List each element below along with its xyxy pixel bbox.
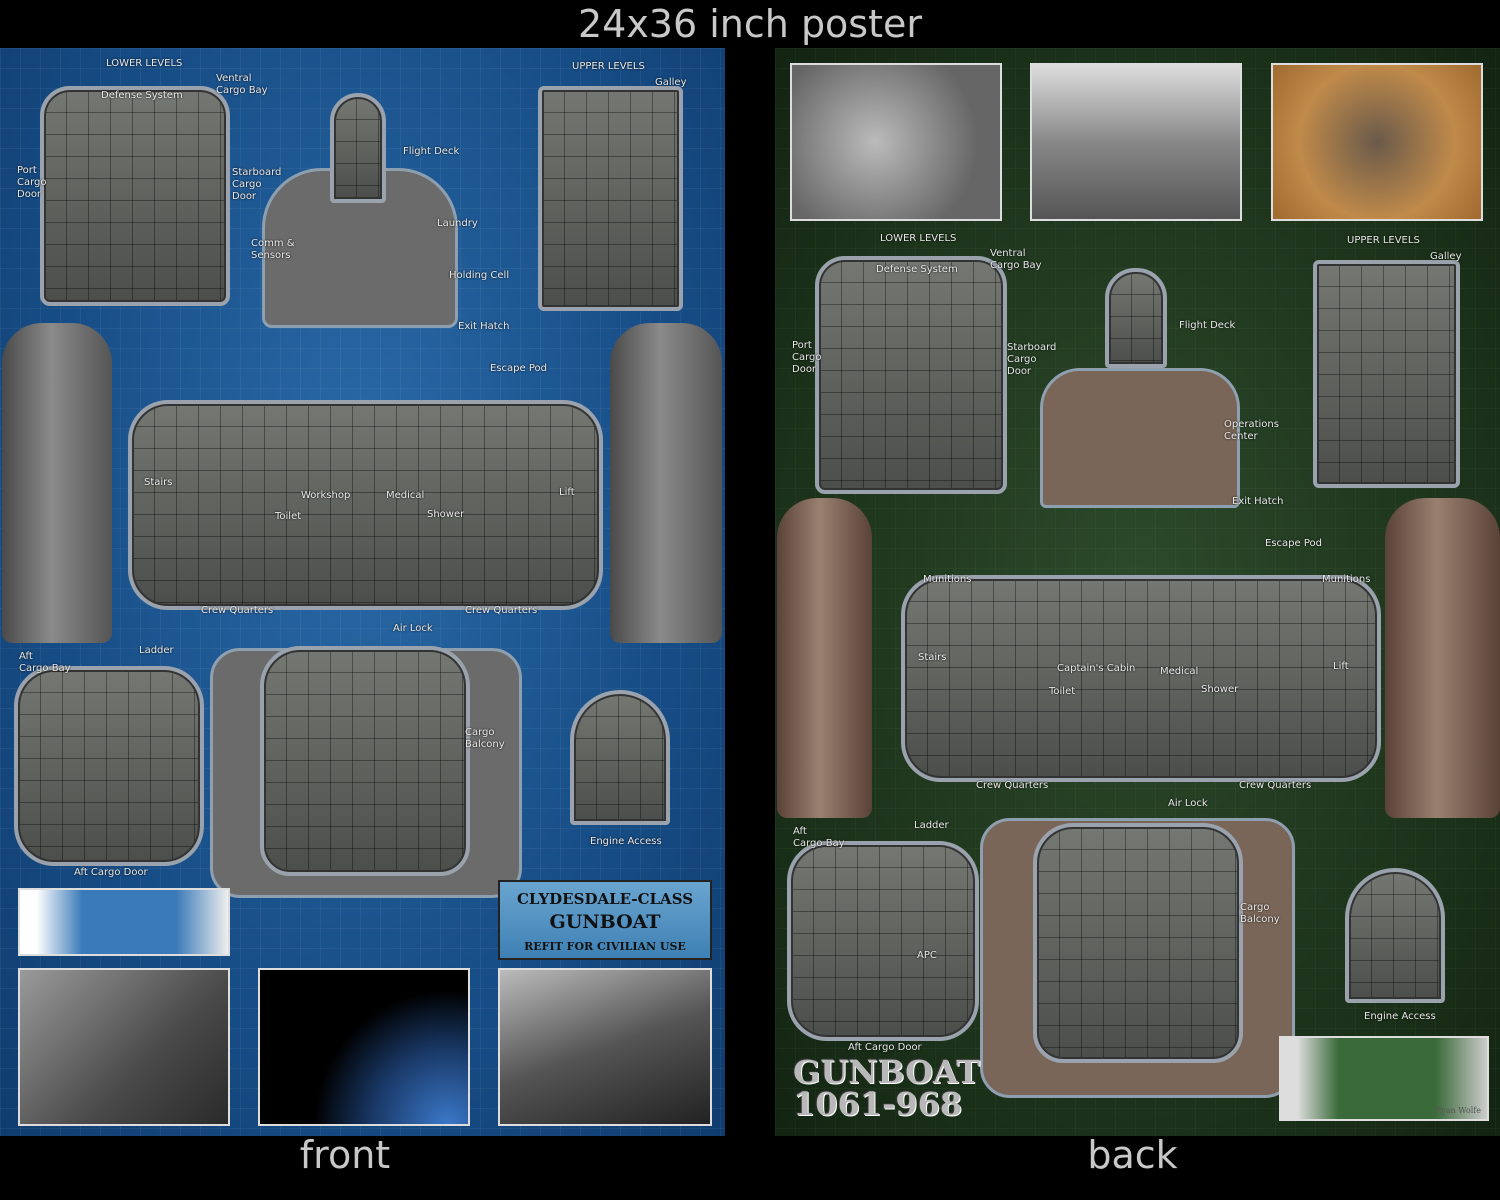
flight-deck-tower bbox=[1105, 268, 1167, 368]
main-deck bbox=[128, 400, 603, 610]
map-label: Toilet bbox=[1049, 686, 1076, 697]
starboard-engine-nacelle bbox=[610, 323, 722, 643]
map-label: Shower bbox=[427, 509, 465, 520]
poster-title: 24x36 inch poster bbox=[577, 2, 923, 46]
map-label: Crew Quarters bbox=[976, 780, 1049, 791]
ship-render-desert bbox=[1271, 63, 1483, 221]
map-label: Engine Access bbox=[1364, 1011, 1436, 1022]
title-line-2: GUNBOAT bbox=[549, 911, 661, 933]
ship-cutaway-image bbox=[18, 888, 230, 956]
map-label: Operations Center bbox=[1224, 419, 1279, 442]
map-label: Galley bbox=[655, 77, 687, 88]
map-label: Port Cargo Door bbox=[17, 165, 47, 200]
map-label: Laundry bbox=[437, 218, 478, 229]
map-label: Cargo Balcony bbox=[1240, 902, 1280, 925]
ship-render-orbit bbox=[258, 968, 470, 1126]
map-label: Crew Quarters bbox=[201, 605, 274, 616]
map-label: Starboard Cargo Door bbox=[1007, 342, 1057, 377]
map-label: Stairs bbox=[918, 652, 947, 663]
map-label: Workshop bbox=[301, 490, 351, 501]
map-label: Lift bbox=[559, 487, 575, 498]
flight-deck-tower bbox=[330, 93, 386, 203]
gunboat-title-line-2: 1061-968 bbox=[793, 1085, 963, 1123]
port-engine-nacelle bbox=[2, 323, 112, 643]
map-label: Munitions bbox=[1322, 574, 1371, 585]
engine-access-deck bbox=[1345, 868, 1445, 1003]
map-label: Engine Access bbox=[590, 836, 662, 847]
map-label: Ventral Cargo Bay bbox=[216, 73, 268, 96]
upper-levels-deck bbox=[538, 86, 683, 311]
title-line-3: REFIT FOR CIVILIAN USE bbox=[524, 940, 686, 953]
map-label: Aft Cargo Door bbox=[74, 867, 148, 878]
map-label: Cargo Balcony bbox=[465, 727, 505, 750]
artist-signature: Ryan Wolfe bbox=[1435, 1106, 1481, 1115]
map-label: Ventral Cargo Bay bbox=[990, 248, 1042, 271]
map-label: Galley bbox=[1430, 251, 1462, 262]
main-deck bbox=[901, 575, 1381, 782]
map-label: Flight Deck bbox=[403, 146, 460, 157]
map-label: Exit Hatch bbox=[1232, 496, 1284, 507]
map-label: UPPER LEVELS bbox=[1347, 235, 1420, 246]
upper-levels-deck bbox=[1313, 260, 1460, 488]
ship-title-box: CLYDESDALE-CLASS GUNBOAT REFIT FOR CIVIL… bbox=[498, 880, 712, 960]
map-label: Ladder bbox=[139, 645, 174, 656]
map-label: Medical bbox=[1160, 666, 1199, 677]
back-caption: back bbox=[1087, 1133, 1178, 1177]
map-label: Defense System bbox=[101, 90, 183, 101]
map-label: Flight Deck bbox=[1179, 320, 1236, 331]
map-label: Captain's Cabin bbox=[1057, 663, 1136, 674]
map-label: Medical bbox=[386, 490, 425, 501]
apc-render-hangar bbox=[1030, 63, 1242, 221]
map-label: Crew Quarters bbox=[1239, 780, 1312, 791]
map-label: Aft Cargo Bay bbox=[19, 651, 71, 674]
cargo-bay-deck bbox=[1033, 823, 1243, 1063]
aft-cargo-bay-deck bbox=[787, 841, 979, 1041]
front-caption: front bbox=[299, 1133, 391, 1177]
map-label: Holding Cell bbox=[449, 270, 510, 281]
map-label: Air Lock bbox=[1168, 798, 1208, 809]
map-label: Munitions bbox=[923, 574, 972, 585]
map-label: Defense System bbox=[876, 264, 958, 275]
map-label: Toilet bbox=[275, 511, 302, 522]
map-label: Aft Cargo Bay bbox=[793, 826, 845, 849]
map-label: Aft Cargo Door bbox=[848, 1042, 922, 1053]
ship-render-engines bbox=[498, 968, 712, 1126]
map-label: Starboard Cargo Door bbox=[232, 167, 282, 202]
map-label: LOWER LEVELS bbox=[106, 58, 183, 69]
engine-access-deck bbox=[570, 690, 670, 825]
aft-cargo-bay-deck bbox=[14, 666, 204, 866]
map-label: LOWER LEVELS bbox=[880, 233, 957, 244]
map-label: Ladder bbox=[914, 820, 949, 831]
title-line-1: CLYDESDALE-CLASS bbox=[516, 890, 694, 908]
map-label: Lift bbox=[1333, 661, 1349, 672]
map-label: Air Lock bbox=[393, 623, 433, 634]
map-label: APC bbox=[917, 950, 937, 961]
map-label: UPPER LEVELS bbox=[572, 61, 645, 72]
map-label: Shower bbox=[1201, 684, 1239, 695]
map-label: Stairs bbox=[144, 477, 173, 488]
map-label: Crew Quarters bbox=[465, 605, 538, 616]
cargo-bay-deck bbox=[260, 646, 470, 876]
back-poster: LOWER LEVELS Ventral Cargo Bay Defense S… bbox=[775, 48, 1500, 1136]
map-label: Port Cargo Door bbox=[792, 340, 822, 375]
map-label: Comm & Sensors bbox=[251, 238, 295, 261]
starboard-engine-nacelle bbox=[1385, 498, 1500, 818]
port-engine-nacelle bbox=[777, 498, 872, 818]
map-label: Exit Hatch bbox=[458, 321, 510, 332]
map-label: Escape Pod bbox=[490, 363, 547, 374]
ship-render-city bbox=[18, 968, 230, 1126]
ship-cutaway-image: Ryan Wolfe bbox=[1279, 1036, 1489, 1121]
ship-render-fog bbox=[790, 63, 1002, 221]
forward-hull bbox=[1040, 368, 1240, 508]
lower-levels-deck bbox=[40, 86, 230, 306]
gunboat-title-line-1: GUNBOAT bbox=[793, 1053, 980, 1091]
gunboat-title: GUNBOAT 1061-968 bbox=[793, 1056, 980, 1120]
map-label: Escape Pod bbox=[1265, 538, 1322, 549]
lower-levels-deck bbox=[815, 256, 1007, 494]
front-poster: LOWER LEVELS Ventral Cargo Bay Defense S… bbox=[0, 48, 725, 1136]
